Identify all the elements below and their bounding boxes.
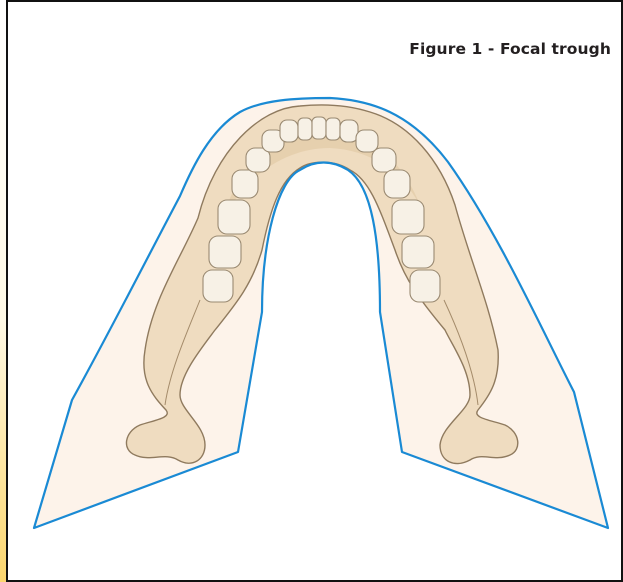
tooth	[326, 118, 340, 140]
tooth	[298, 118, 312, 140]
tooth	[218, 200, 250, 234]
tooth	[392, 200, 424, 234]
tooth	[232, 170, 258, 198]
tooth	[372, 148, 396, 172]
tooth	[356, 130, 378, 152]
tooth	[402, 236, 434, 268]
tooth	[209, 236, 241, 268]
tooth	[410, 270, 440, 302]
tooth	[384, 170, 410, 198]
tooth	[280, 120, 298, 142]
tooth	[312, 117, 326, 139]
tooth	[340, 120, 358, 142]
tooth	[203, 270, 233, 302]
